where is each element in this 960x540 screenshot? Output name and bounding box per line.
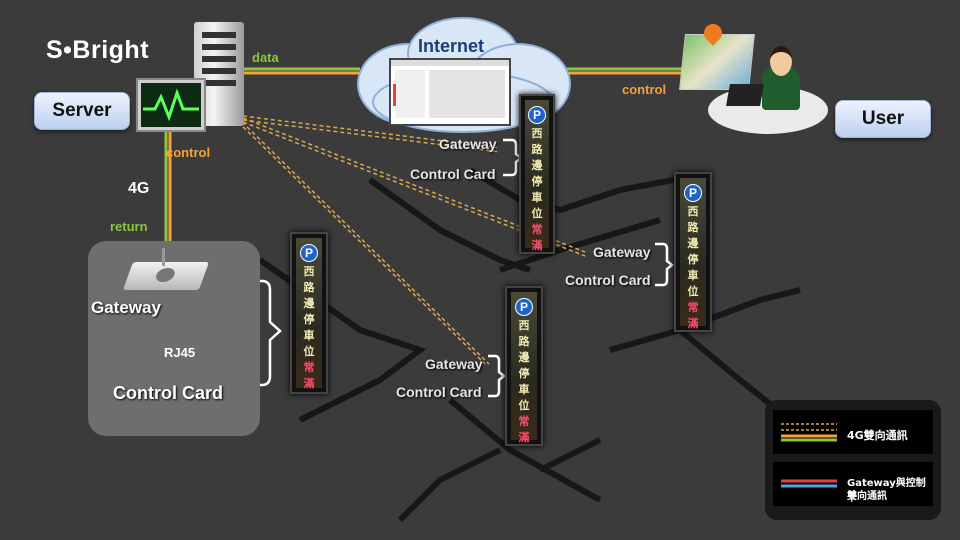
- parking-sign-2: P 西路邊停車位 常滿: [674, 172, 712, 332]
- parking-sign-1: P 西路邊停車位 常滿: [519, 94, 555, 254]
- legend-rj45-text-2: 雙向通訊: [847, 491, 887, 502]
- internet-label: Internet: [418, 36, 485, 56]
- local-gateway-label: Gateway: [91, 298, 161, 317]
- map-icon: [679, 34, 755, 90]
- legend-rj45-swatch: [781, 479, 837, 488]
- parking-sign-3: P 西路邊停車位 常滿: [505, 286, 543, 446]
- legend-row-4g: 4G雙向通訊: [773, 410, 933, 454]
- legend-rj45-text-1: Gateway與控制卡: [847, 478, 926, 504]
- parking-p-icon: P: [528, 106, 546, 124]
- sign3-control-card-label: Control Card: [396, 384, 482, 400]
- sign2-gateway-label: Gateway: [593, 244, 651, 260]
- sign2-control-card-label: Control Card: [565, 272, 651, 288]
- brand-logo: S•Bright: [46, 36, 150, 64]
- rj45-label: RJ45: [164, 345, 196, 360]
- user-label: User: [835, 100, 931, 138]
- parking-p-icon: P: [684, 184, 702, 202]
- sign3-gateway-label: Gateway: [425, 356, 483, 372]
- gateway-device-icon: [122, 262, 210, 290]
- server-label: Server: [34, 92, 130, 130]
- sign-text-2: 西路邊停車位 常滿: [687, 205, 699, 330]
- legend-4g-swatch: [781, 423, 837, 442]
- parking-sign-local: P 西路邊停車位 常滿: [290, 232, 328, 394]
- ground-shadows: [258, 167, 801, 523]
- control-link-label-top: control: [622, 82, 667, 97]
- gateway-antenna-icon: [162, 248, 165, 266]
- sign1-control-card-label: Control Card: [410, 166, 496, 182]
- user-head-icon: [770, 46, 792, 76]
- legend-row-rj45: Gateway與控制卡 雙向通訊: [773, 462, 933, 506]
- return-link-label: return: [110, 219, 148, 234]
- sign-text-1: 西路邊停車位 常滿: [531, 127, 543, 252]
- parking-p-icon: P: [300, 244, 318, 262]
- pulse-icon: [143, 88, 199, 122]
- control-link-label-left: control: [166, 145, 211, 160]
- sign-text-local: 西路邊停車位 常滿: [303, 265, 315, 390]
- data-link-label: data: [252, 50, 279, 65]
- sign-text-3: 西路邊停車位 常滿: [518, 319, 530, 444]
- legend: 4G雙向通訊 Gateway與控制卡 雙向通訊: [765, 400, 941, 520]
- fourg-label: 4G: [128, 180, 150, 197]
- legend-4g-text: 4G雙向通訊: [847, 429, 908, 442]
- web-app-screen: [389, 58, 511, 126]
- monitor-icon: [136, 78, 206, 132]
- parking-p-icon: P: [515, 298, 533, 316]
- local-control-card-label: Control Card: [113, 383, 223, 403]
- dashed-4g-links: [237, 115, 586, 365]
- sign1-gateway-label: Gateway: [439, 136, 497, 152]
- laptop-icon: [726, 84, 764, 106]
